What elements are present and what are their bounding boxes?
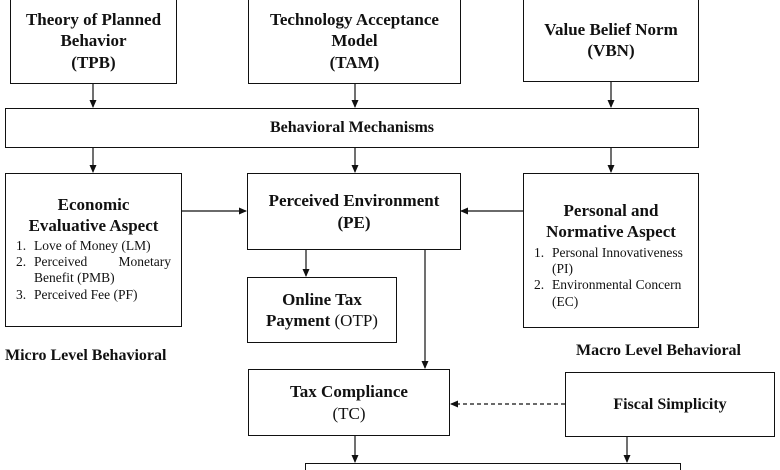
tpb-box: Theory of Planned Behavior (TPB) bbox=[10, 0, 177, 84]
tc-line-2: (TC) bbox=[332, 403, 366, 423]
personal-title-2: Normative Aspect bbox=[546, 222, 676, 242]
list-item: 3.Perceived Fee (PF) bbox=[16, 286, 138, 302]
economic-title-2: Evaluative Aspect bbox=[28, 216, 159, 236]
tc-line-1: Tax Compliance bbox=[290, 382, 408, 402]
fiscal-label: Fiscal Simplicity bbox=[613, 395, 727, 413]
tam-box: Technology Acceptance Model (TAM) bbox=[248, 0, 461, 84]
mechanisms-box: Behavioral Mechanisms bbox=[5, 108, 699, 148]
vbn-box: Value Belief Norm (VBN) bbox=[523, 0, 699, 82]
list-item: 2.Perceived Monetary Benefit (PMB) bbox=[16, 253, 171, 286]
economic-box: Economic Evaluative Aspect 1.Love of Mon… bbox=[5, 173, 182, 327]
tc-box: Tax Compliance (TC) bbox=[248, 369, 450, 436]
pe-line-2: (PE) bbox=[337, 212, 371, 232]
tpb-line-2: Behavior bbox=[60, 31, 127, 51]
vbn-line-2: (VBN) bbox=[587, 41, 635, 60]
personal-list: 1.Personal Innovativeness (PI) 2.Environ… bbox=[534, 245, 688, 311]
tpb-line-1: Theory of Planned bbox=[25, 10, 162, 30]
vbn-line-1: Value Belief Norm bbox=[544, 19, 678, 39]
personal-title-1: Personal and bbox=[563, 201, 659, 220]
list-item: 2.Environmental Concern (EC) bbox=[534, 277, 682, 309]
list-item: 1.Love of Money (LM) bbox=[16, 237, 151, 253]
otp-line-2: Payment (OTP) bbox=[266, 311, 378, 330]
list-item: 1.Personal Innovativeness (PI) bbox=[534, 244, 683, 276]
micro-level-label: Micro Level Behavioral bbox=[5, 347, 167, 364]
personal-box: Personal and Normative Aspect 1.Personal… bbox=[523, 173, 699, 328]
economic-list: 1.Love of Money (LM) 2.Perceived Monetar… bbox=[16, 238, 171, 304]
tam-line-3: (TAM) bbox=[329, 52, 380, 72]
mechanisms-label: Behavioral Mechanisms bbox=[270, 119, 434, 136]
tam-line-1: Technology Acceptance bbox=[270, 10, 439, 30]
bottom-box bbox=[305, 463, 681, 470]
macro-level-label: Macro Level Behavioral bbox=[576, 342, 741, 359]
pe-line-1: Perceived Environment bbox=[268, 191, 440, 211]
tam-line-2: Model bbox=[331, 31, 378, 51]
economic-title-1: Economic bbox=[57, 195, 130, 214]
tpb-line-3: (TPB) bbox=[71, 52, 116, 72]
otp-box: Online Tax Payment (OTP) bbox=[247, 277, 397, 343]
pe-box: Perceived Environment (PE) bbox=[247, 173, 461, 250]
otp-line-1: Online Tax bbox=[282, 289, 362, 309]
fiscal-box: Fiscal Simplicity bbox=[565, 372, 775, 437]
